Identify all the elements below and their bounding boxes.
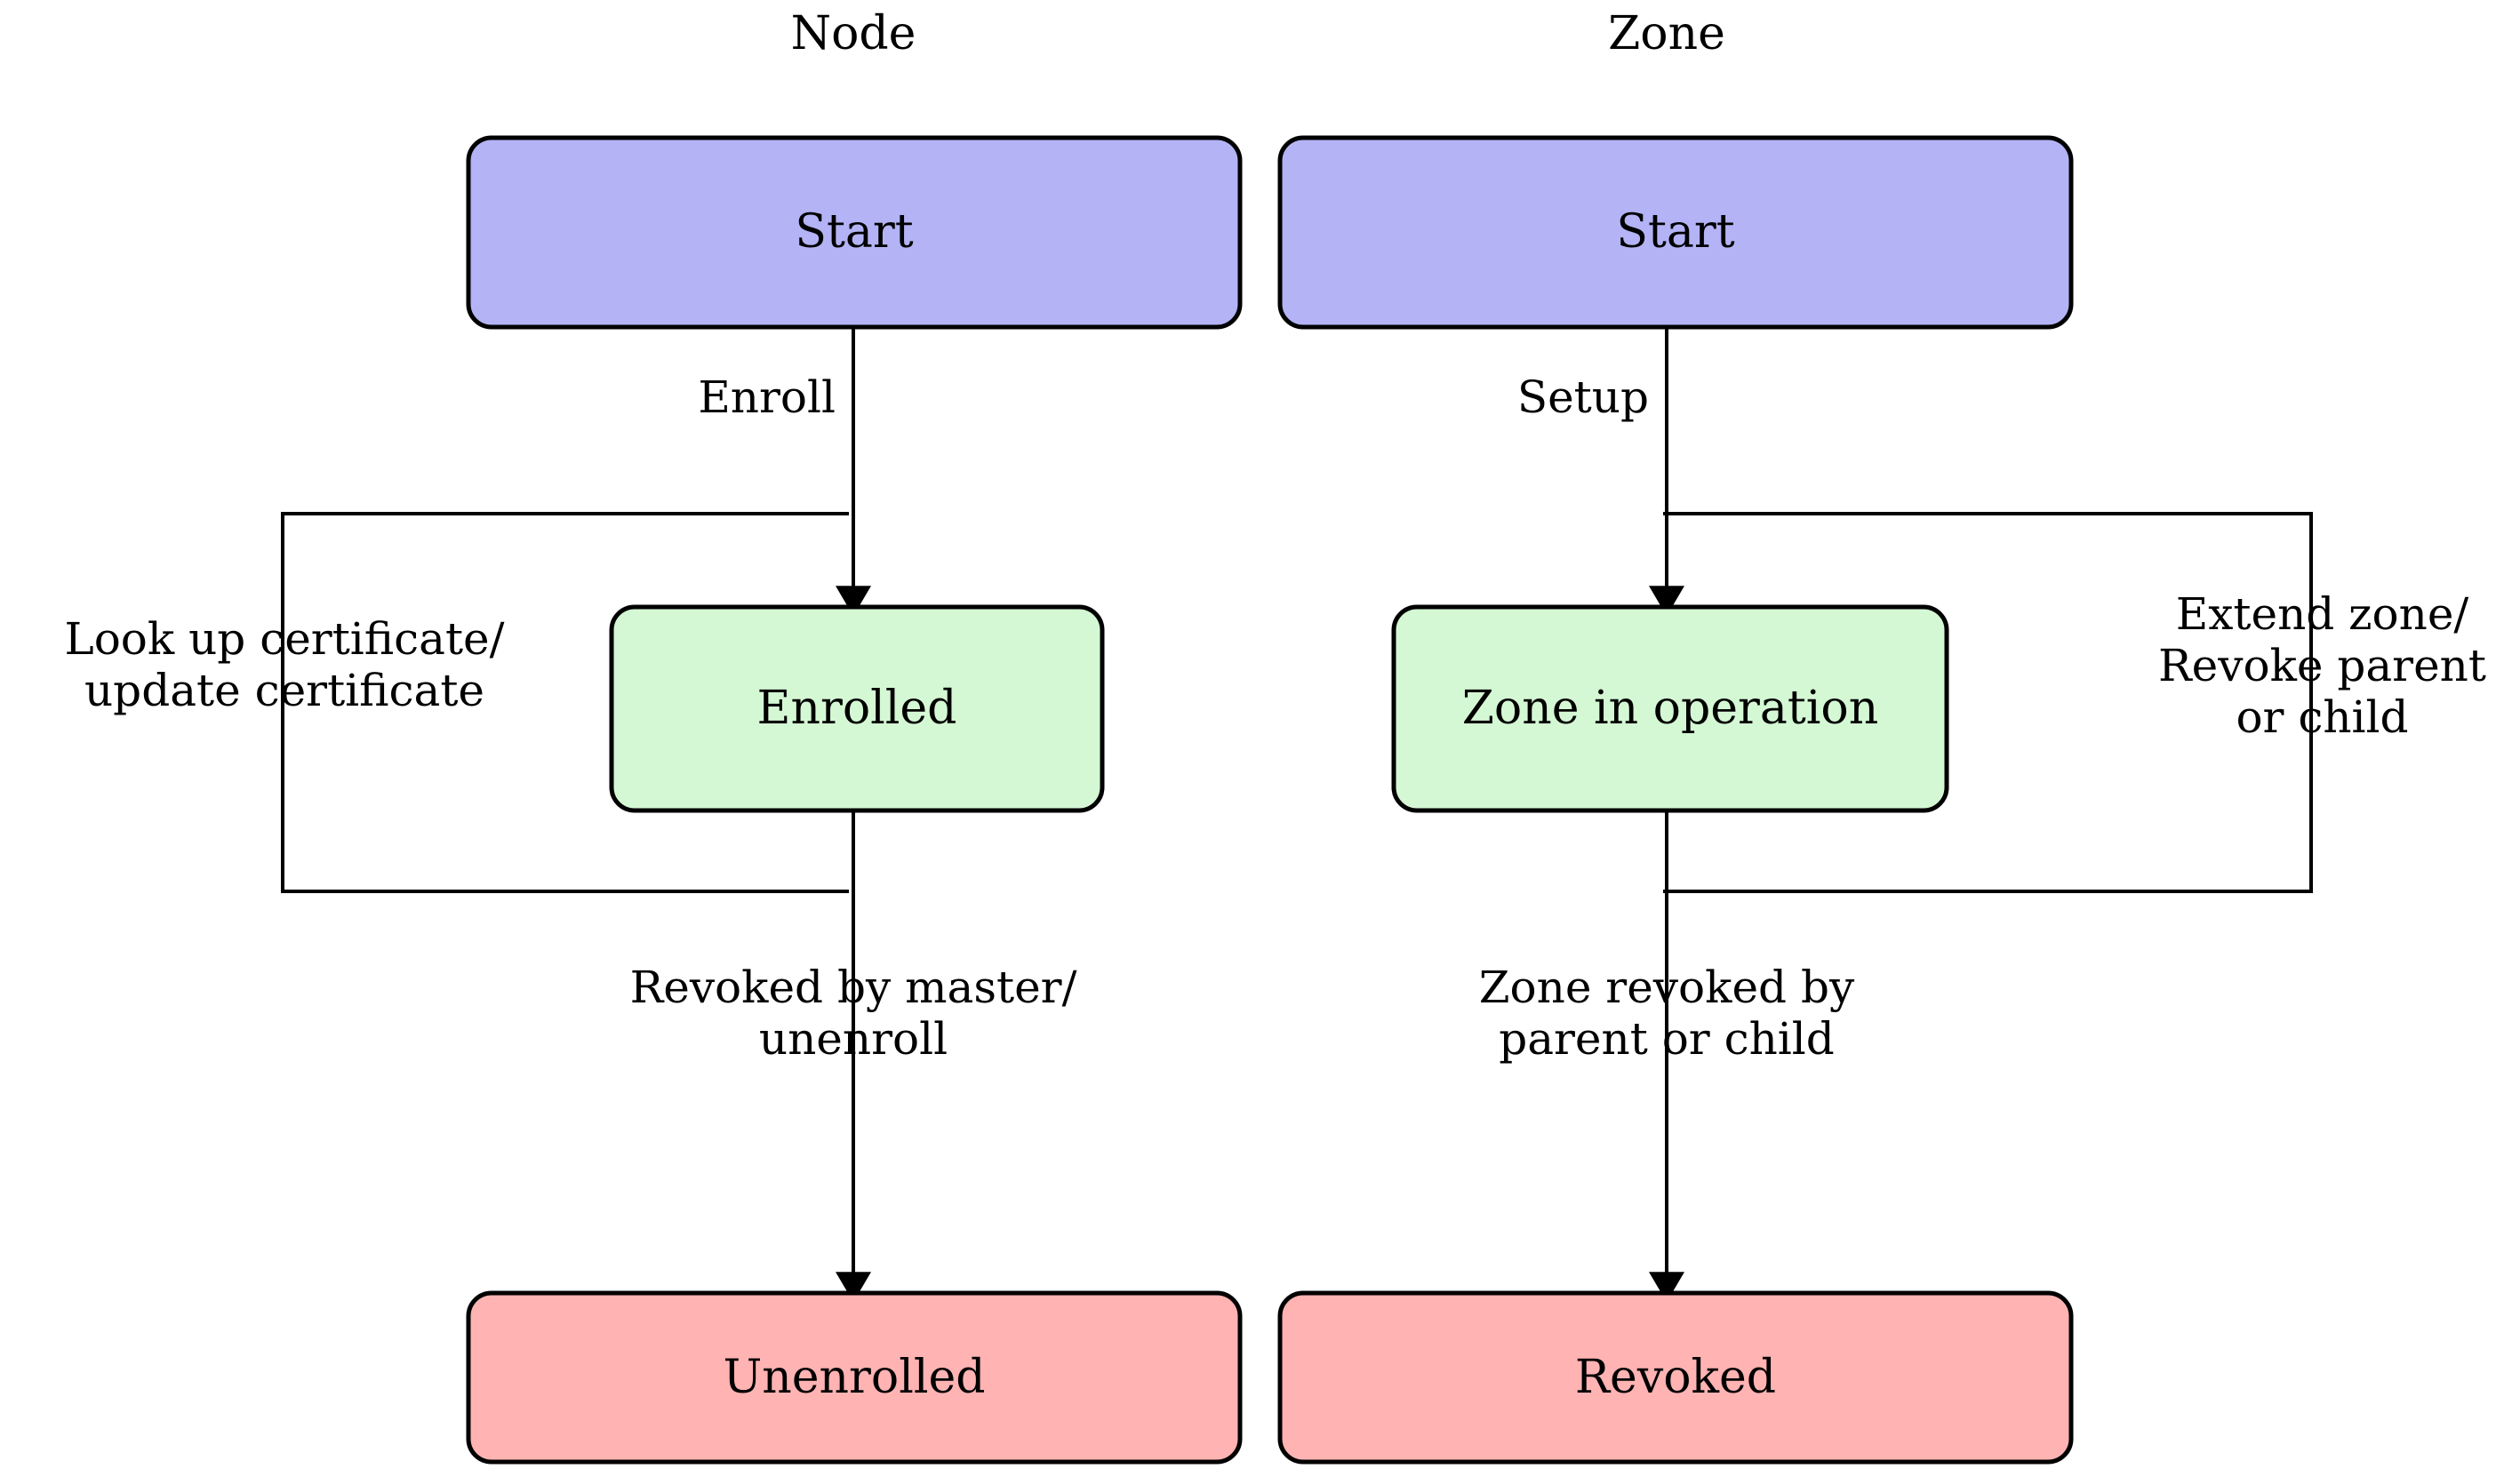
state-box-zone-operation[interactable] (1391, 604, 1949, 813)
state-box-node-start[interactable] (466, 135, 1243, 330)
state-box-zone-start[interactable] (1277, 135, 2074, 330)
state-box-zone-revoked[interactable] (1277, 1290, 2074, 1465)
state-box-node-unenrolled[interactable] (466, 1290, 1243, 1465)
edge-node-selfloop (281, 512, 849, 893)
edge-zone-selfloop (1663, 512, 2313, 893)
state-box-node-enrolled[interactable] (609, 604, 1105, 813)
